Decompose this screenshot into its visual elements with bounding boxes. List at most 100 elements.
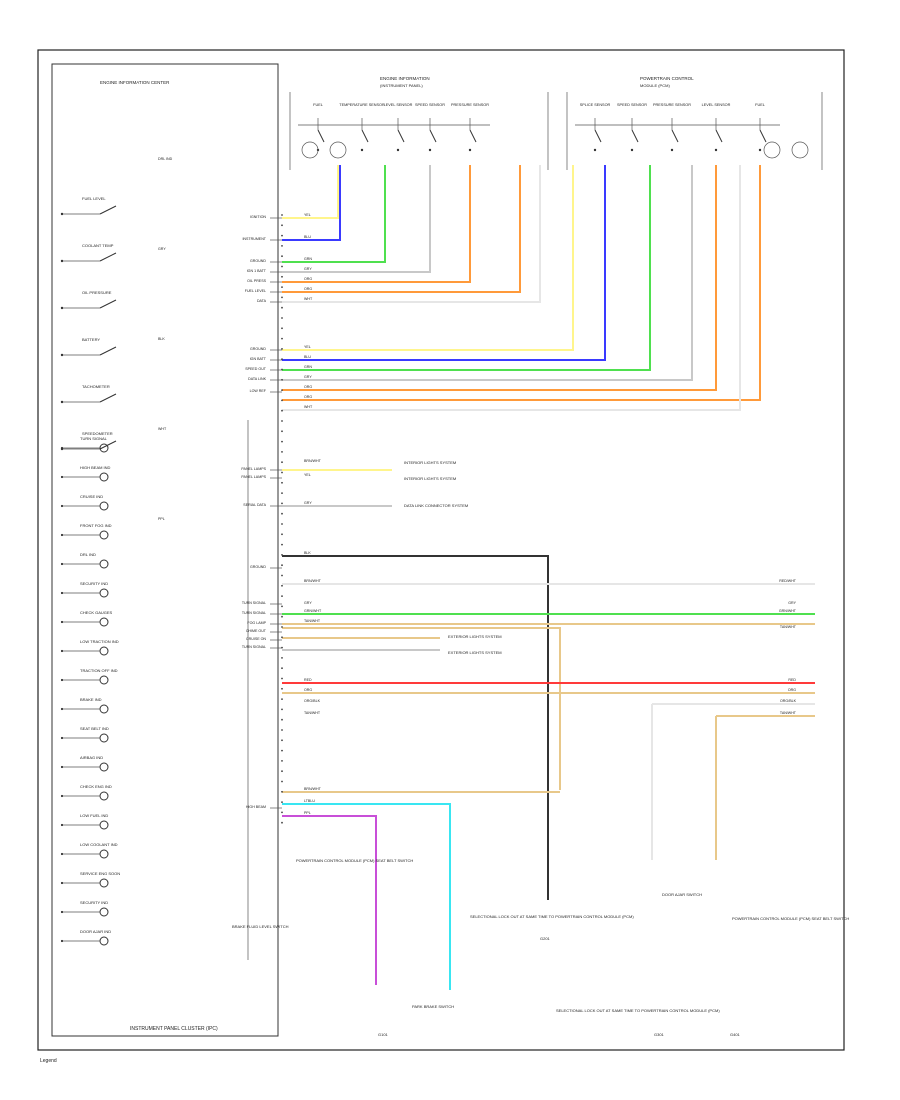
pin-22 <box>281 430 283 433</box>
indicator-node-18 <box>60 939 64 943</box>
wire-color-label-26: TAN/WHT <box>304 711 321 715</box>
connector-label-8: GROUND <box>250 347 266 351</box>
indicator-bulb-icon-4 <box>99 530 109 540</box>
sensor-node-2-2 <box>630 148 634 152</box>
dial-icon-1 <box>301 141 319 159</box>
indicator-label-10: BRAKE IND <box>80 697 102 702</box>
top-section-subtitle-1: (INSTRUMENT PANEL) <box>380 83 423 88</box>
connector-label-5: OIL PRESS <box>247 279 266 283</box>
wire-color-label-16: YEL <box>304 473 311 477</box>
wire-23 <box>282 627 561 790</box>
pin-2 <box>281 224 283 227</box>
indicator-node-10 <box>60 707 64 711</box>
indicator-bulb-icon-8 <box>99 646 109 656</box>
indicator-bulb-icon-13 <box>99 791 109 801</box>
pin-13 <box>281 337 283 340</box>
indicator-node-9 <box>60 678 64 682</box>
right-wire-label-7: ORG/BLK <box>780 699 797 703</box>
top-section-title-1: ENGINE INFORMATION <box>380 76 430 81</box>
connector-label-7: DATA <box>257 299 267 303</box>
sensor-switch-1-4 <box>429 129 437 143</box>
pin-53 <box>281 749 283 752</box>
pin-11 <box>281 317 283 319</box>
ground-label-2: G201 <box>540 936 551 941</box>
pin-4 <box>281 245 283 247</box>
connector-label-6: FUEL LEVEL <box>245 289 266 293</box>
gauge-label-4: BATTERY <box>82 337 100 342</box>
indicator-label-9: TRACTION OFF IND <box>80 668 118 673</box>
ground-label-3: G301 <box>654 1032 665 1037</box>
pin-52 <box>281 739 283 742</box>
cluster-side-label-3: BLK <box>158 337 165 341</box>
sensor-label-1-1: FUEL <box>313 103 323 107</box>
wire-7 <box>282 165 541 303</box>
mid-label-3: DATA LINK CONNECTOR SYSTEM <box>404 503 468 508</box>
wire-color-label-6: ORG <box>304 287 312 291</box>
sensor-label-1-2: TEMPERATURE SENSOR <box>339 103 385 107</box>
sensor-node-1-4 <box>428 148 432 152</box>
connector-label-1: IGNITION <box>250 215 266 219</box>
pin-10 <box>281 306 283 309</box>
wire-color-label-19: BRN/WHT <box>304 579 322 583</box>
indicator-node-15 <box>60 852 64 856</box>
pin-28 <box>281 492 283 494</box>
bottom-components: POWERTRAIN CONTROL MODULE (PCM) SEAT BEL… <box>232 858 849 1037</box>
connector-label-14: PANEL LAMPS <box>241 475 266 479</box>
pin-27 <box>281 481 283 484</box>
wire-color-label-13: ORG <box>304 395 312 399</box>
gauge-node-1 <box>60 212 64 216</box>
top-section-pcm: POWERTRAIN CONTROL MODULE (PCM) <box>566 76 823 170</box>
pin-38 <box>281 595 283 597</box>
connector-label-13: PANEL LAMPS <box>241 467 266 471</box>
pin-29 <box>281 502 283 505</box>
pin-34 <box>281 554 283 556</box>
dial-icon-2 <box>329 141 347 159</box>
pin-56 <box>281 780 283 783</box>
indicator-label-15: LOW COOLANT IND <box>80 842 118 847</box>
wire-10 <box>282 165 651 371</box>
mid-label-2: INTERIOR LIGHTS SYSTEM <box>404 476 456 481</box>
pin-57 <box>281 790 283 793</box>
indicator-label-12: AIRBAG IND <box>80 755 103 760</box>
pin-58 <box>281 801 283 803</box>
indicator-bulb-icon-7 <box>99 617 109 627</box>
indicator-bulb-icon-9 <box>99 675 109 685</box>
cluster-header: ENGINE INFORMATION CENTER <box>100 80 170 85</box>
top-section-title-2: POWERTRAIN CONTROL <box>640 76 694 81</box>
pin-43 <box>281 646 283 649</box>
wire-2 <box>282 165 341 241</box>
wire-13 <box>282 165 761 401</box>
indicator-label-18: DOOR AJAR IND <box>80 929 111 934</box>
gauge-node-4 <box>60 353 64 357</box>
dial-icon-3 <box>763 141 781 159</box>
right-wire-label-1: RED/WHT <box>779 579 797 583</box>
wire-30 <box>282 815 377 985</box>
pin-33 <box>281 543 283 546</box>
pin-45 <box>281 667 283 670</box>
pin-15 <box>281 358 283 361</box>
indicator-label-2: HIGH BEAM IND <box>80 465 111 470</box>
right-wire-label-5: RED <box>788 678 796 682</box>
pin-48 <box>281 698 283 700</box>
pin-12 <box>281 327 283 330</box>
wire-color-label-25: ORG/BLK <box>304 699 321 703</box>
indicator-node-11 <box>60 736 64 740</box>
wire-color-label-10: GRN <box>304 365 312 369</box>
indicator-node-17 <box>60 910 64 914</box>
indicator-label-4: FRONT FOG IND <box>80 523 112 528</box>
top-section-engine: ENGINE INFORMATION (INSTRUMENT PANEL) <box>289 76 549 170</box>
indicator-node-5 <box>60 562 64 566</box>
pin-9 <box>281 296 283 299</box>
wire-1 <box>282 165 339 219</box>
pin-51 <box>281 729 283 731</box>
wire-11 <box>282 165 693 381</box>
gauge-switch-5 <box>99 393 117 403</box>
pin-25 <box>281 461 283 464</box>
wire-14 <box>282 165 741 411</box>
indicator-bulb-icon-6 <box>99 588 109 598</box>
sensor-switch-2-3 <box>671 129 679 143</box>
sensor-node-1-2 <box>360 148 364 152</box>
sensor-label-2-2: SPEED SENSOR <box>617 103 647 107</box>
indicator-node-12 <box>60 765 64 769</box>
sensor-switch-2-1 <box>594 129 602 143</box>
